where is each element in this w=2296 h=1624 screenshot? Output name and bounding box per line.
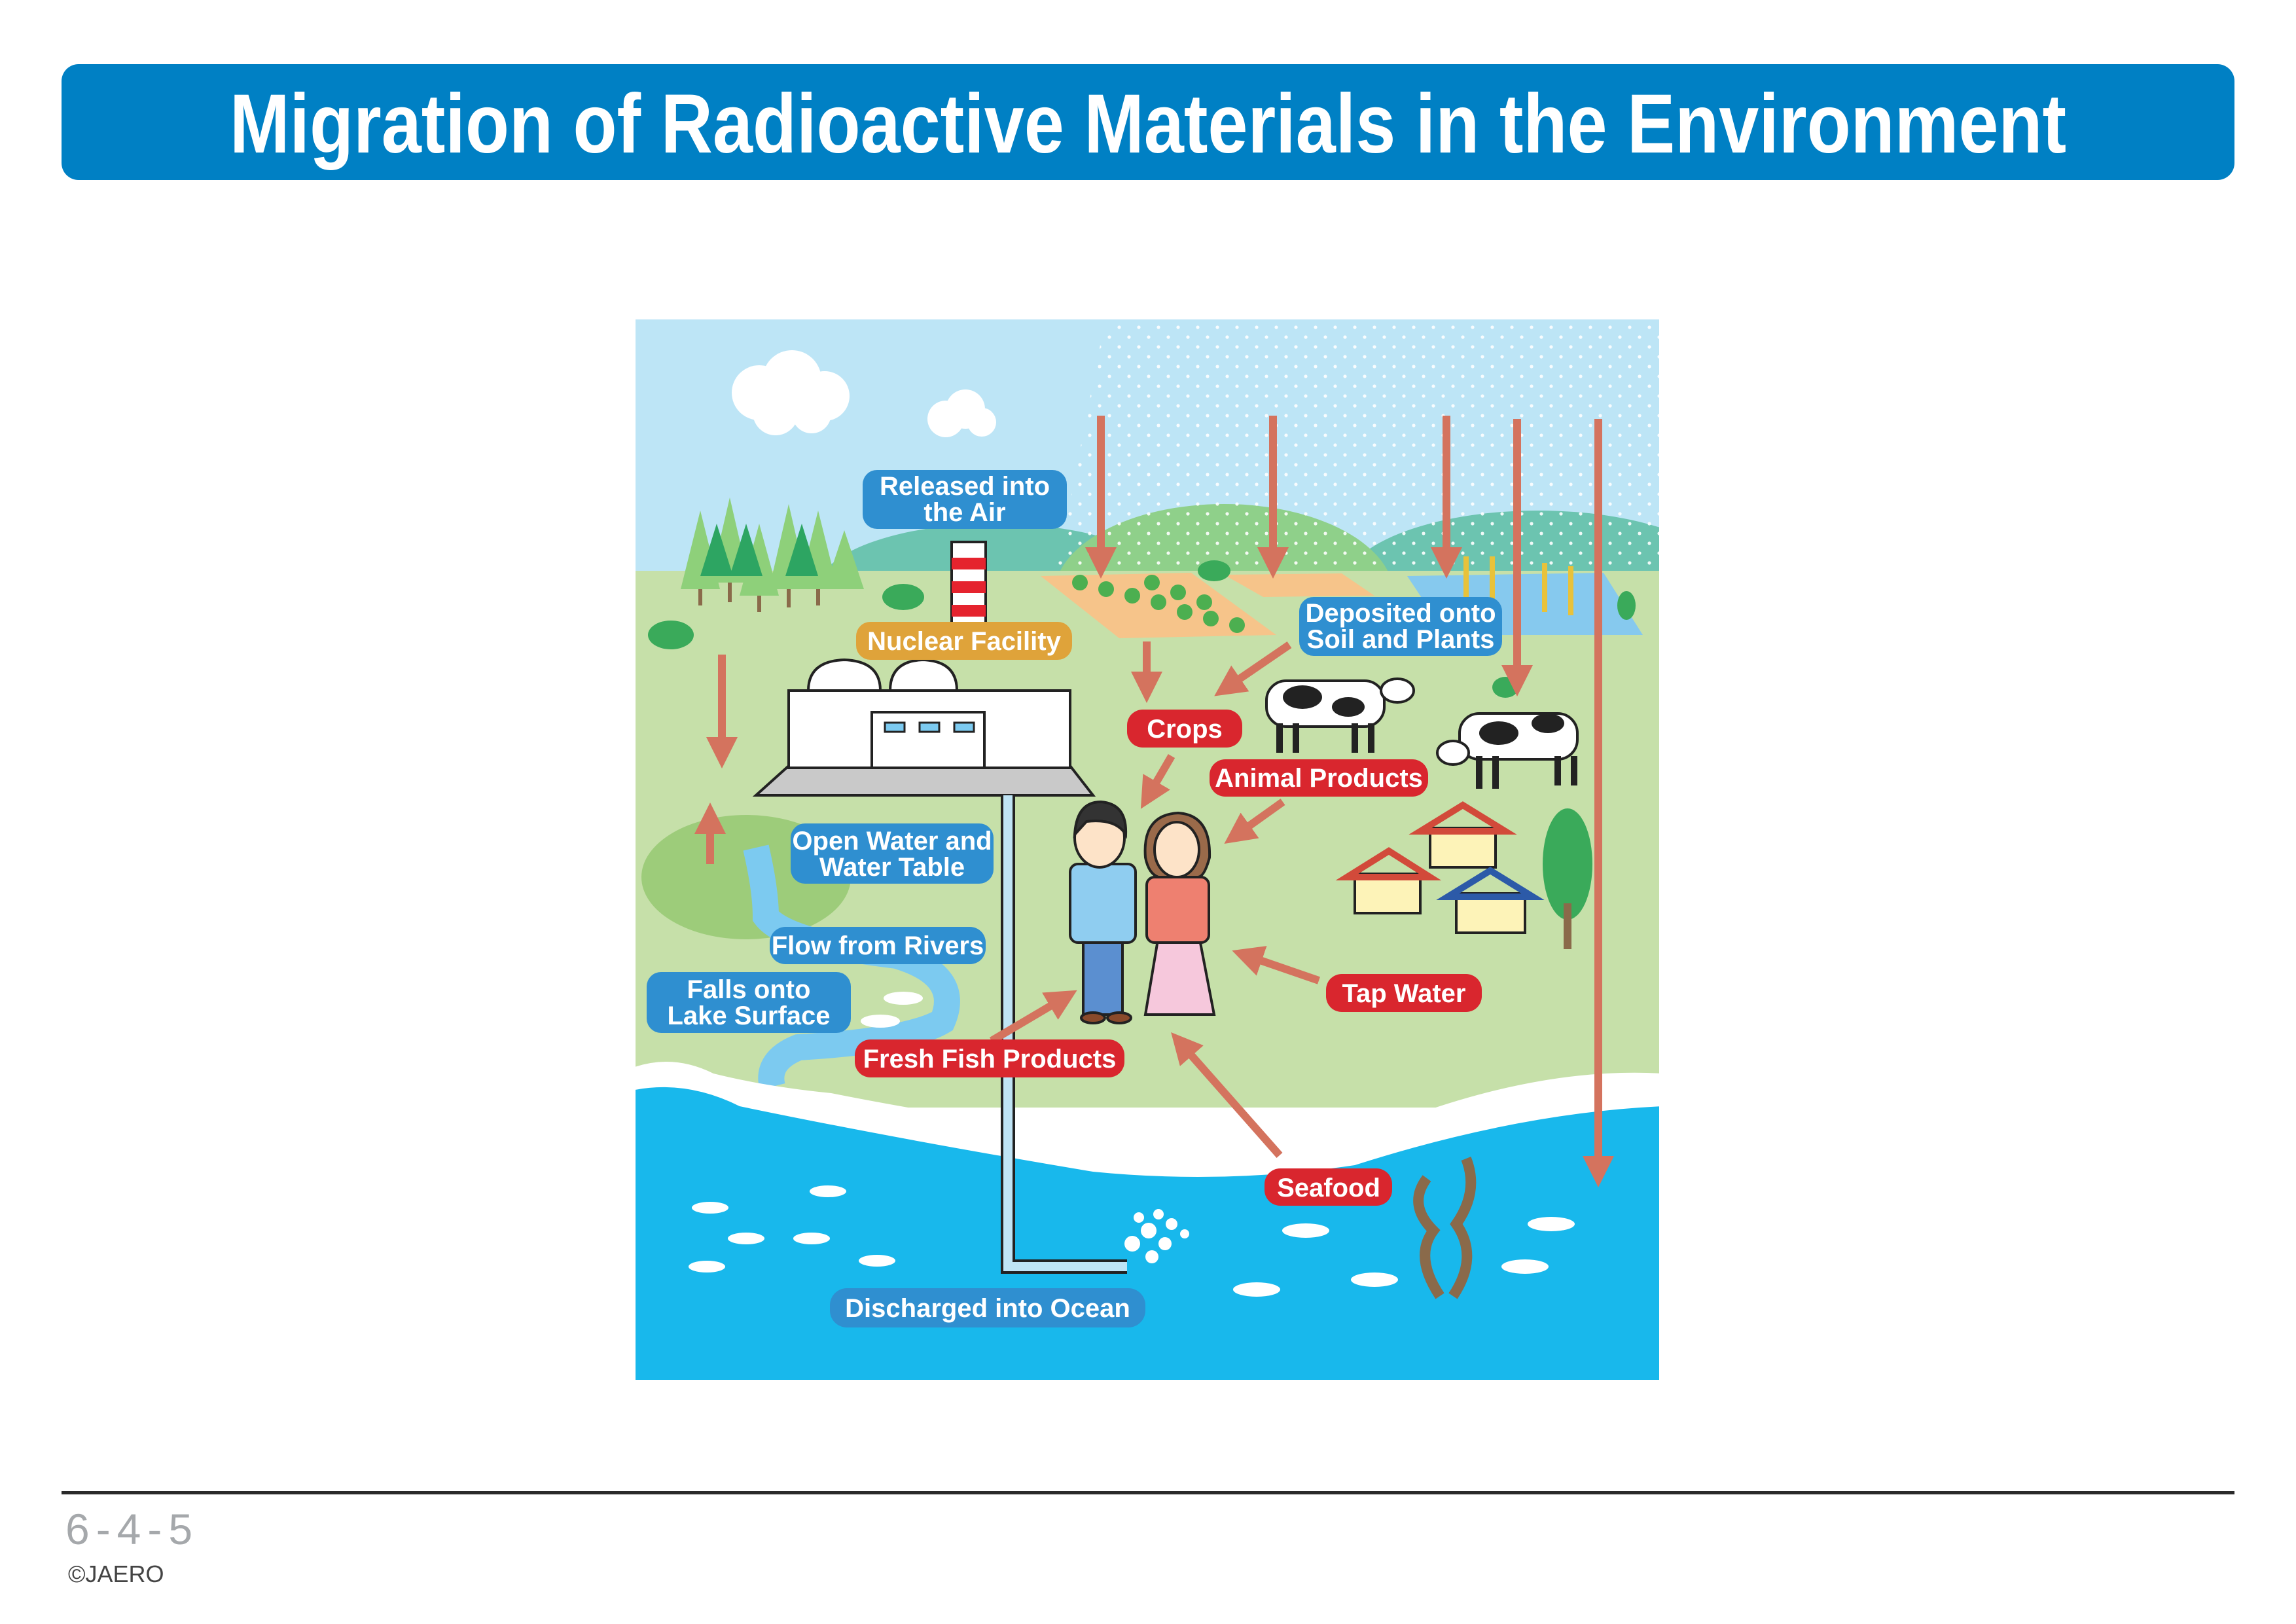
man-figure — [1069, 800, 1137, 1024]
svg-text:the Air: the Air — [924, 498, 1005, 527]
seaweed — [1413, 1157, 1477, 1299]
label-deposited-soil-plants: Deposited onto Soil and Plants — [1299, 597, 1502, 656]
nuclear-facility-building — [752, 541, 1096, 797]
svg-text:Seafood: Seafood — [1277, 1174, 1380, 1202]
copyright: ©JAERO — [68, 1561, 164, 1587]
svg-text:Deposited onto: Deposited onto — [1305, 599, 1496, 628]
svg-text:Flow from Rivers: Flow from Rivers — [772, 931, 984, 960]
svg-text:Crops: Crops — [1147, 715, 1223, 744]
arrow-crops-to-people — [1140, 753, 1175, 809]
migration-diagram: Released into the Air Nuclear Facility D… — [636, 319, 1659, 1380]
svg-text:Lake Surface: Lake Surface — [667, 1001, 830, 1030]
svg-text:Water Table: Water Table — [819, 853, 965, 882]
label-discharged-into-ocean: Discharged into Ocean — [830, 1288, 1145, 1327]
page-number: 6-4-5 — [65, 1505, 200, 1553]
label-tap-water: Tap Water — [1326, 974, 1482, 1012]
svg-text:Open Water and: Open Water and — [792, 827, 992, 856]
tree-icon — [1543, 808, 1592, 949]
arrow-animal-to-people — [1224, 799, 1285, 844]
svg-text:Animal Products: Animal Products — [1215, 764, 1423, 793]
label-crops: Crops — [1127, 710, 1242, 748]
svg-text:Nuclear Facility: Nuclear Facility — [867, 627, 1061, 656]
forest — [681, 497, 864, 612]
svg-text:Falls onto: Falls onto — [687, 975, 811, 1004]
houses — [1335, 801, 1545, 934]
vegetable-field — [1224, 573, 1374, 597]
svg-text:Soil and Plants: Soil and Plants — [1307, 625, 1495, 654]
label-fresh-fish-products: Fresh Fish Products — [855, 1039, 1124, 1077]
label-flow-from-rivers: Flow from Rivers — [770, 927, 986, 964]
woman-figure — [1143, 811, 1216, 1016]
label-seafood: Seafood — [1265, 1168, 1392, 1206]
arrows — [694, 416, 1614, 1187]
arrow-deposit-to-crops — [1214, 641, 1292, 696]
label-falls-lake-surface: Falls onto Lake Surface — [647, 972, 851, 1033]
arrow-tap-to-people — [1232, 946, 1320, 984]
river — [743, 844, 960, 1090]
fish-group — [689, 992, 1575, 1297]
label-open-water: Open Water and Water Table — [791, 823, 994, 884]
svg-text:Fresh Fish Products: Fresh Fish Products — [863, 1045, 1117, 1074]
arrow-fish-to-people — [989, 990, 1077, 1045]
label-nuclear-facility: Nuclear Facility — [856, 622, 1072, 660]
title-banner: Migration of Radioactive Materials in th… — [62, 64, 2234, 180]
crops-plants — [1072, 575, 1245, 633]
arrow-seafood-to-people — [1171, 1032, 1283, 1158]
label-released-into-air: Released into the Air — [863, 470, 1067, 529]
label-animal-products: Animal Products — [1210, 759, 1428, 797]
page-title: Migration of Radioactive Materials in th… — [230, 77, 2066, 171]
cow-icon — [1265, 677, 1579, 789]
cloud-icon — [732, 350, 996, 437]
svg-text:Tap Water: Tap Water — [1342, 979, 1466, 1008]
bubbles — [1124, 1209, 1189, 1263]
svg-text:Released into: Released into — [880, 472, 1050, 501]
svg-text:Discharged into Ocean: Discharged into Ocean — [845, 1294, 1130, 1323]
footer-divider — [62, 1491, 2234, 1494]
